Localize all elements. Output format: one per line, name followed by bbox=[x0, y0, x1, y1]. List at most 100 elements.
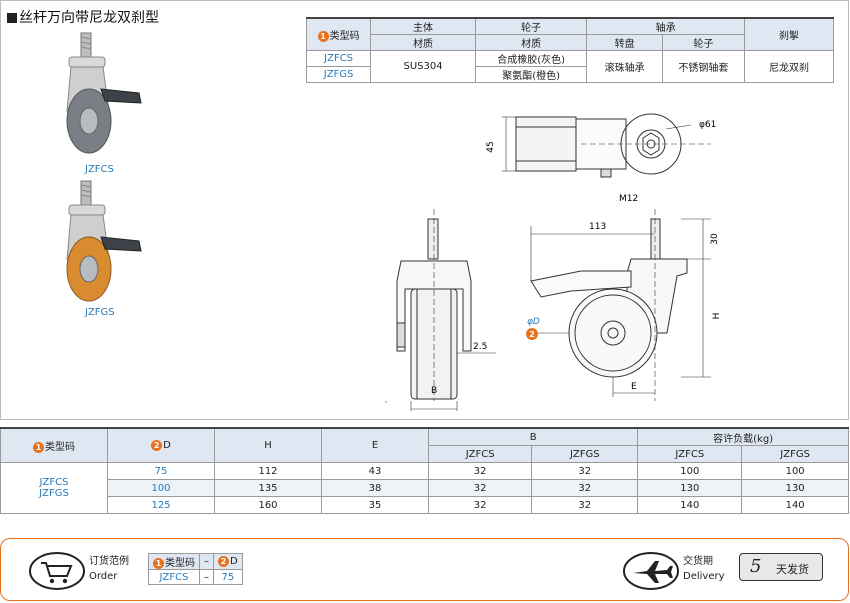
dim-45-label: 45 bbox=[486, 141, 496, 152]
marker-2-circle-icon bbox=[526, 328, 538, 340]
order-header-type-label: 类型码 bbox=[165, 558, 195, 569]
spec-header-swivel: 转盘 bbox=[586, 34, 663, 51]
spec-header-brake: 刹掣 bbox=[743, 17, 835, 51]
marker-2-icon: 2 bbox=[218, 556, 229, 567]
technical-drawing: 45 φ61 B 2.5 bbox=[385, 113, 722, 411]
order-value-code: JZFCS bbox=[148, 569, 200, 585]
order-value-dash: – bbox=[199, 569, 214, 585]
caster-photo-jzfcs bbox=[66, 32, 142, 154]
table-row: 100 135 38 32 32 130 130 bbox=[1, 479, 849, 497]
spec-header-wheel: 轮子 bbox=[474, 17, 588, 35]
order-title: 订货范例 bbox=[89, 556, 129, 567]
spec-header-body: 主体 bbox=[370, 17, 476, 35]
order-title-en: Order bbox=[89, 571, 118, 582]
dim-subheader-b-jzfcs: JZFCS bbox=[427, 445, 533, 463]
dim-cell-e: 38 bbox=[321, 479, 429, 497]
dim-113-label: 113 bbox=[589, 222, 606, 232]
dim-code-jzfcs: JZFCS bbox=[39, 477, 69, 488]
dim-header-d-label: D bbox=[163, 440, 171, 451]
dim-cell-e: 35 bbox=[321, 496, 429, 514]
delivery-days: 5 bbox=[750, 556, 762, 577]
dim-m12-label: M12 bbox=[619, 194, 638, 204]
dim-cell-e: 43 bbox=[321, 462, 429, 480]
dim-cell-load-cs: 130 bbox=[637, 479, 743, 497]
product-label-jzfgs: JZFGS bbox=[85, 307, 115, 318]
dim-phi61-label: φ61 bbox=[699, 120, 716, 130]
dim-cell-load-gs: 100 bbox=[741, 462, 849, 480]
marker-1-icon: 1 bbox=[153, 558, 164, 569]
spec-header-wheel-bearing: 轮子 bbox=[661, 34, 745, 51]
spec-brake: 尼龙双刹 bbox=[743, 50, 835, 83]
dim-cell-b-cs: 32 bbox=[427, 479, 533, 497]
dim-e-label: E bbox=[631, 382, 637, 392]
diagram-marker-2: 2 bbox=[529, 330, 535, 339]
marker-2-icon: 2 bbox=[151, 440, 163, 451]
order-header-d-label: D bbox=[230, 556, 238, 567]
order-header-dash: – bbox=[199, 553, 214, 570]
dim-cell-load-cs: 100 bbox=[637, 462, 743, 480]
dim-cell-h: 112 bbox=[214, 462, 322, 480]
dim-cell-d: 75 bbox=[107, 462, 215, 480]
dim-cell-load-cs: 140 bbox=[637, 496, 743, 514]
delivery-unit: 天发货 bbox=[776, 563, 809, 576]
dim-phi-d-label: φD bbox=[527, 317, 540, 327]
spec-swivel-bearing: 滚珠轴承 bbox=[586, 50, 663, 83]
dim-cell-h: 135 bbox=[214, 479, 322, 497]
dim-subheader-load-jzfgs: JZFGS bbox=[741, 445, 849, 463]
caster-photo-jzfgs bbox=[66, 180, 142, 302]
spec-body-material: SUS304 bbox=[370, 50, 476, 83]
dim-header-load: 容许负载(kg) bbox=[637, 427, 849, 446]
airplane-icon bbox=[623, 552, 679, 590]
dim-b-label: B bbox=[431, 386, 437, 396]
page-title: 丝杆万向带尼龙双刹型 bbox=[7, 7, 159, 27]
dim-cell-b-gs: 32 bbox=[531, 479, 639, 497]
spec-code-jzfgs: JZFGS bbox=[305, 66, 372, 83]
delivery-title-en: Delivery bbox=[683, 571, 725, 582]
dim-cell-load-gs: 130 bbox=[741, 479, 849, 497]
dim-2-5-label: 2.5 bbox=[473, 342, 487, 352]
spec-header-bearing: 轴承 bbox=[586, 17, 745, 35]
marker-1-icon: 1 bbox=[33, 442, 44, 453]
spec-header-body-material: 材质 bbox=[370, 34, 476, 51]
dim-subheader-load-jzfcs: JZFCS bbox=[637, 445, 743, 463]
title-square-icon bbox=[7, 13, 17, 23]
front-view bbox=[385, 209, 496, 411]
dim-cell-d: 125 bbox=[107, 496, 215, 514]
dim-header-h: H bbox=[214, 427, 322, 463]
dim-cell-b-cs: 32 bbox=[427, 496, 533, 514]
dim-cell-b-gs: 32 bbox=[531, 462, 639, 480]
dim-cell-h: 160 bbox=[214, 496, 322, 514]
spec-header-type-label: 类型码 bbox=[329, 31, 360, 42]
product-label-jzfcs: JZFCS bbox=[85, 164, 114, 175]
marker-1-icon: 1 bbox=[317, 31, 329, 42]
dim-subheader-b-jzfgs: JZFGS bbox=[531, 445, 639, 463]
delivery-title: 交货期 bbox=[683, 556, 713, 567]
dim-cell-d: 100 bbox=[107, 479, 215, 497]
dim-code-jzfgs: JZFGS bbox=[39, 488, 69, 499]
spec-wheel-bearing: 不锈钢轴套 bbox=[661, 50, 745, 83]
spec-code-jzfcs: JZFCS bbox=[305, 50, 372, 67]
dim-cell-b-cs: 32 bbox=[427, 462, 533, 480]
dim-h-label: H bbox=[712, 313, 722, 320]
table-row: 125 160 35 32 32 140 140 bbox=[1, 496, 849, 514]
dim-header-e: E bbox=[321, 427, 429, 463]
dim-cell-b-gs: 32 bbox=[531, 496, 639, 514]
delivery-badge: 5 天发货 bbox=[739, 553, 823, 581]
order-value-d: 75 bbox=[213, 569, 243, 585]
dim-30-label: 30 bbox=[710, 233, 720, 245]
spec-wheel-material-orange: 聚氨酯(橙色) bbox=[474, 66, 588, 83]
dim-header-type-label: 类型码 bbox=[45, 442, 75, 453]
side-view bbox=[530, 209, 711, 401]
